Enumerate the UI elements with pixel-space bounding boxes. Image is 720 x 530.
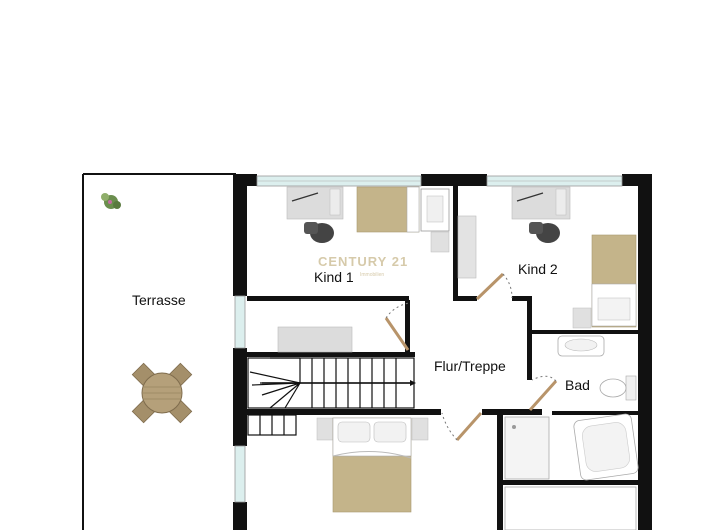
room-label-hall: Flur/Treppe — [434, 358, 506, 374]
wall-kind1-bottom — [247, 296, 409, 301]
lower-room — [504, 486, 637, 530]
kind1-furniture — [277, 186, 450, 353]
bath-fixtures — [557, 335, 637, 401]
wall-bath-bottom — [552, 411, 638, 415]
wall-hall-right — [527, 300, 532, 380]
wall-bedroom-right — [497, 415, 503, 530]
nightstand-kind2 — [572, 307, 592, 329]
watermark: CENTURY 21 Immobilien — [318, 254, 408, 278]
room-label-child1: Kind 1 — [314, 269, 354, 285]
window-left-bedroom — [234, 445, 246, 503]
wall-left-upper — [233, 174, 247, 296]
bathtub-icon — [573, 413, 639, 481]
round-table-icon — [131, 362, 193, 424]
terrace-area — [82, 173, 236, 530]
toilet-icon — [599, 375, 637, 401]
room-label-child2: Kind 2 — [518, 261, 558, 277]
wall-bath-top — [527, 330, 638, 334]
wall-top-b — [421, 174, 487, 186]
wall-right — [638, 174, 652, 530]
office-chair-icon — [304, 222, 334, 243]
wall-bath2-bottom — [503, 480, 638, 485]
wardrobe-kind2 — [457, 215, 477, 279]
wall-left-lower — [233, 502, 247, 530]
office-chair-icon — [529, 222, 560, 243]
wall-bedroom-top-b — [482, 409, 542, 415]
pillow — [373, 421, 407, 443]
wall-kind2-bottom-b — [512, 296, 532, 301]
master-bed — [316, 417, 429, 513]
watermark-sub: Immobilien — [360, 272, 384, 278]
door-kind1 — [384, 317, 410, 351]
walls — [233, 174, 652, 530]
pillow — [337, 421, 371, 443]
wall-kind-divider — [453, 186, 458, 300]
room-label-bath: Bad — [565, 377, 590, 393]
wall-hall-left — [405, 300, 410, 352]
window-left-terrace — [234, 295, 246, 349]
wall-bedroom-top-a — [247, 409, 441, 415]
door-kind2 — [475, 272, 505, 301]
wall-top-a — [233, 174, 257, 186]
side-table — [430, 231, 450, 253]
door-bath — [528, 379, 558, 412]
wall-kind2-bottom-a — [453, 296, 477, 301]
shower — [504, 416, 550, 480]
watermark-brand: CENTURY 21 — [318, 254, 408, 269]
plant-icon — [101, 193, 121, 209]
staircase — [247, 357, 416, 436]
dresser-kind1 — [277, 326, 353, 353]
wall-left-middle — [233, 348, 247, 446]
door-bedroom — [455, 412, 483, 441]
wall-stairs-top — [247, 352, 415, 357]
room-label-terrace: Terrasse — [132, 292, 186, 308]
lower-bath — [504, 413, 639, 530]
doors — [384, 272, 558, 441]
windows — [234, 175, 623, 503]
kind2-furniture — [457, 186, 637, 329]
